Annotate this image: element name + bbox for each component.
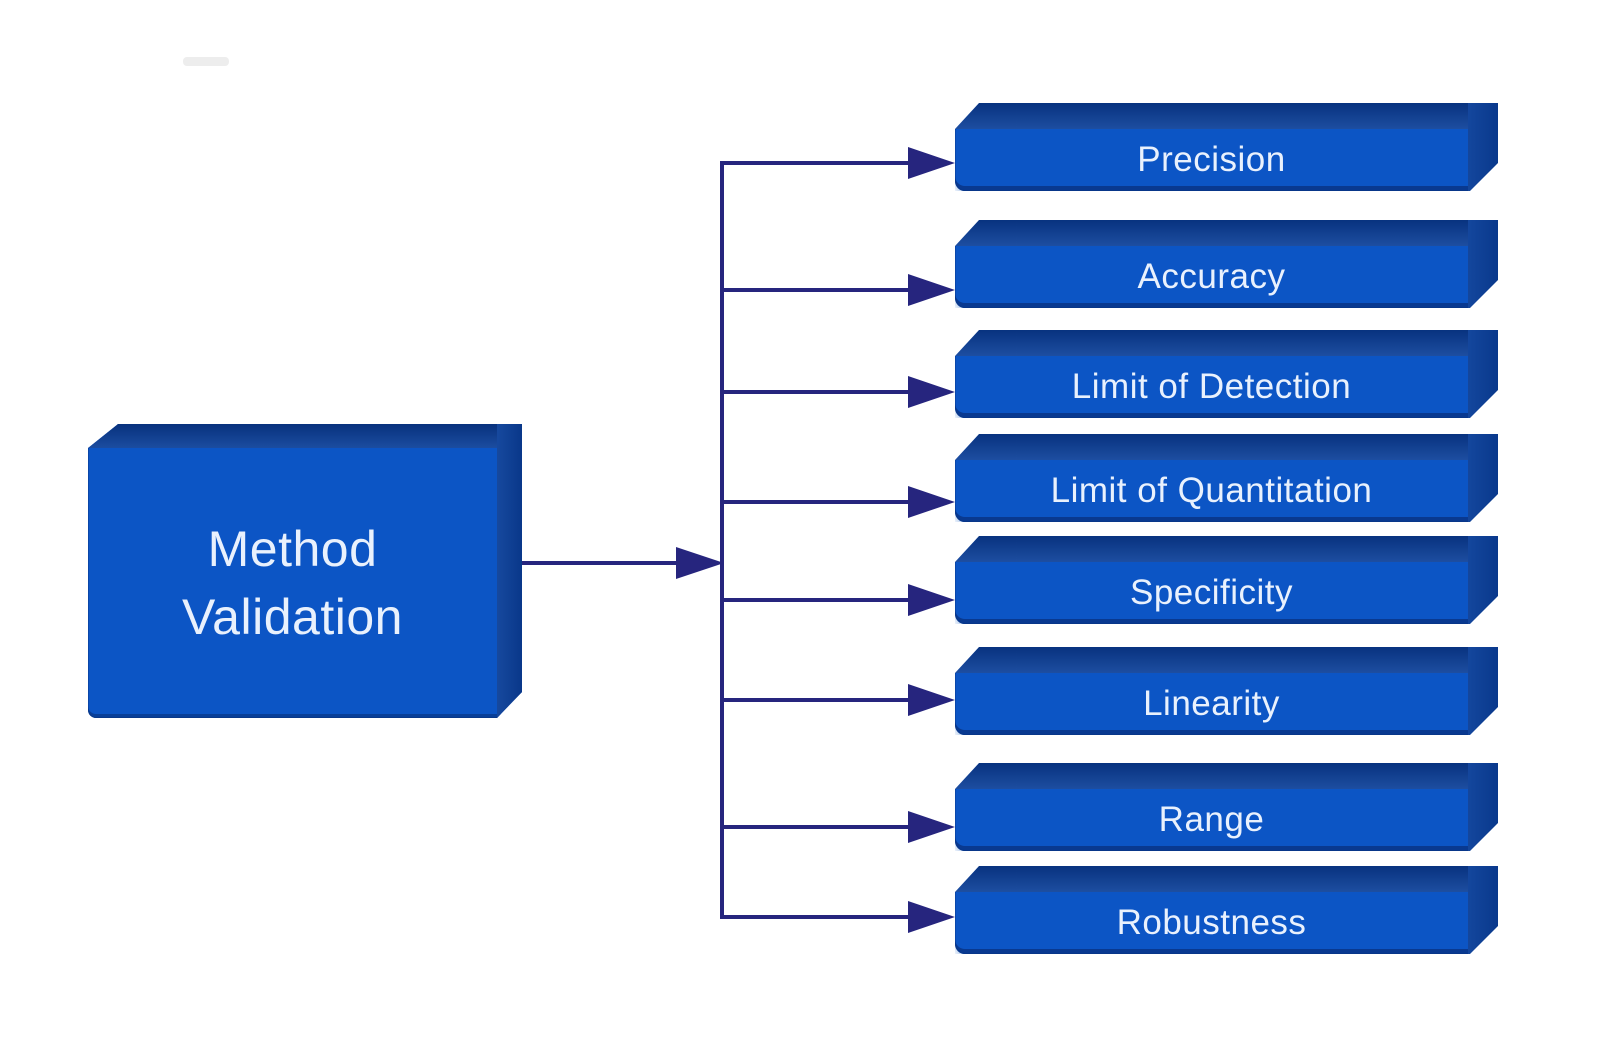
arrowhead-icon — [908, 811, 955, 843]
node-label: Specificity — [1129, 573, 1294, 612]
node-label: Linearity — [1143, 684, 1280, 723]
arrowhead-icon — [908, 274, 955, 306]
node-label: Range — [1158, 800, 1265, 839]
arrowhead-icon — [908, 584, 955, 616]
node-specificity: Specificity — [955, 536, 1498, 624]
node-precision: Precision — [955, 103, 1498, 191]
arrowhead-icon — [908, 684, 955, 716]
node-accuracy: Accuracy — [955, 220, 1498, 308]
arrowhead-icon — [908, 901, 955, 933]
arrowhead-icon — [908, 147, 955, 179]
node-limit-of-detection: Limit of Detection — [955, 330, 1498, 418]
node-label: Robustness — [1116, 903, 1307, 942]
node-label: Limit of Quantitation — [1050, 471, 1373, 510]
node-limit-of-quantitation: Limit of Quantitation — [955, 434, 1498, 522]
node-range: Range — [955, 763, 1498, 851]
root-node-label: Method Validation — [182, 521, 403, 645]
node-robustness: Robustness — [955, 866, 1498, 954]
root-node-method-validation: Method Validation — [88, 424, 522, 718]
arrowhead-icon — [908, 486, 955, 518]
node-label: Precision — [1137, 140, 1286, 179]
node-linearity: Linearity — [955, 647, 1498, 735]
arrowhead-icon — [908, 376, 955, 408]
scan-artifact — [183, 57, 229, 66]
node-label: Limit of Detection — [1071, 367, 1352, 406]
node-label: Accuracy — [1137, 257, 1286, 296]
arrowhead-icon — [676, 547, 724, 579]
